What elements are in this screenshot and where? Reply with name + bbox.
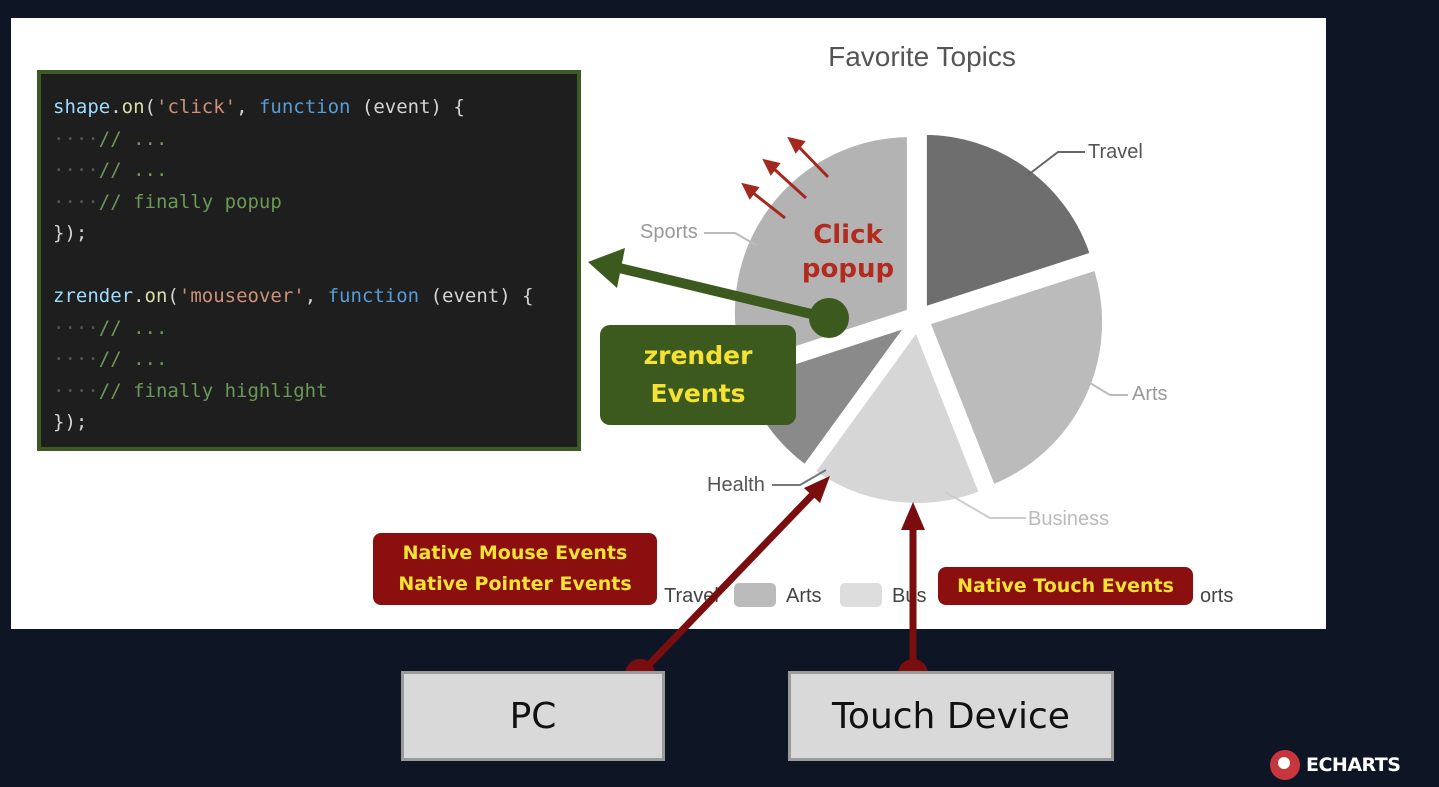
zrender-events-box: zrender Events	[600, 325, 796, 425]
legend-label-arts: Arts	[786, 585, 822, 607]
code-token: ,	[304, 285, 328, 307]
code-line: ····// finally popup	[53, 189, 282, 215]
pie-slice-travel[interactable]	[920, 128, 1097, 315]
native-touch-events-box: Native Touch Events	[938, 567, 1193, 605]
code-token: shape	[53, 96, 111, 118]
touch-arrow-head	[901, 502, 925, 530]
code-token: // ...	[98, 159, 168, 181]
code-line: });	[53, 409, 87, 435]
code-line: shape.on('click', function (event) {	[53, 94, 465, 120]
zrender-arrow-shaft	[613, 262, 830, 323]
native-mouse-events-label: Native Mouse Events	[402, 542, 628, 564]
echarts-logo-icon	[1270, 750, 1300, 780]
leader-arts	[1084, 379, 1128, 396]
code-token: .	[133, 285, 145, 307]
touch-device-box: Touch Device	[788, 671, 1114, 761]
native-mouse-events-box: Native Mouse Events Native Pointer Event…	[373, 533, 657, 605]
slice-label-business: Business	[1028, 508, 1109, 530]
legend-label-business: Bus	[892, 585, 926, 607]
click-arrow-3	[796, 144, 830, 179]
code-token: (event) {	[350, 96, 465, 118]
code-token: on	[144, 285, 168, 307]
click-arrow-2	[771, 166, 808, 200]
slice-label-sports: Sports	[640, 221, 698, 243]
code-line: ····// ...	[53, 315, 167, 341]
code-token: // ...	[98, 348, 168, 370]
leader-business	[944, 491, 1026, 519]
code-panel: shape.on('click', function (event) {····…	[37, 70, 581, 451]
code-line: ····// ...	[53, 126, 167, 152]
slice-label-health: Health	[707, 474, 765, 496]
native-pointer-events-label: Native Pointer Events	[398, 573, 632, 595]
code-line: ····// ...	[53, 346, 167, 372]
code-token: ····	[53, 190, 99, 213]
code-line: zrender.on('mouseover', function (event)…	[53, 283, 534, 309]
click-arrow-1-head	[741, 182, 760, 200]
code-token: function	[327, 285, 420, 307]
slice-label-arts: Arts	[1132, 383, 1168, 405]
touch-device-label: Touch Device	[832, 695, 1070, 737]
click-arrow-2-head	[762, 158, 781, 176]
chart-title: Favorite Topics	[828, 41, 1016, 72]
code-token: zrender	[53, 285, 134, 307]
mouse-arrow-shaft	[637, 489, 818, 677]
leader-health	[772, 469, 827, 486]
code-token: (event) {	[419, 285, 534, 307]
click-popup-label-1: Click	[813, 220, 883, 250]
zrender-arrow-dot	[809, 298, 849, 338]
click-arrows	[741, 136, 830, 220]
echarts-logo-text: ECHARTS	[1306, 754, 1401, 776]
code-token: function	[258, 96, 351, 118]
code-token: .	[110, 96, 122, 118]
code-line: ····// finally highlight	[53, 378, 328, 404]
code-token: (	[167, 285, 179, 307]
mouse-arrow-head	[804, 476, 830, 503]
click-arrow-1	[751, 190, 786, 220]
zrender-events-line-2: Events	[650, 379, 746, 408]
legend-label-sports: orts	[1200, 585, 1233, 607]
code-token: // ...	[98, 316, 168, 339]
code-line: ····// ...	[53, 157, 167, 183]
pie-slice-arts[interactable]	[923, 263, 1109, 492]
pc-device-box: PC	[401, 671, 665, 761]
code-token: ,	[236, 96, 259, 118]
echarts-logo: ECHARTS	[1270, 750, 1401, 780]
leader-travel	[1027, 151, 1085, 176]
zrender-arrow-head	[588, 248, 625, 288]
code-token: 'click'	[156, 96, 237, 118]
click-popup-label-2: popup	[802, 254, 894, 284]
code-token: ····	[53, 379, 99, 402]
code-token: // finally popup	[98, 190, 282, 213]
pie-chart	[728, 128, 1109, 509]
code-line: });	[53, 220, 87, 246]
code-token: ····	[53, 127, 99, 150]
code-token: });	[53, 222, 88, 244]
native-touch-events-label: Native Touch Events	[957, 574, 1174, 597]
code-token: ····	[53, 348, 99, 370]
zrender-events-line-1: zrender	[643, 341, 753, 370]
legend-swatch-arts	[734, 583, 776, 607]
legend-swatch-business	[840, 583, 882, 607]
code-token: ····	[53, 316, 99, 339]
slice-label-travel: Travel	[1088, 141, 1143, 163]
pc-device-label: PC	[509, 695, 557, 737]
code-token: (	[144, 96, 156, 118]
code-token: 'mouseover'	[178, 285, 305, 307]
code-token: // finally highlight	[98, 379, 328, 402]
click-arrow-3-head	[787, 136, 806, 154]
code-token: // ...	[98, 127, 168, 150]
leader-sports	[704, 232, 757, 246]
code-token: ····	[53, 159, 99, 181]
code-token: });	[53, 411, 88, 433]
code-token: on	[121, 96, 145, 118]
